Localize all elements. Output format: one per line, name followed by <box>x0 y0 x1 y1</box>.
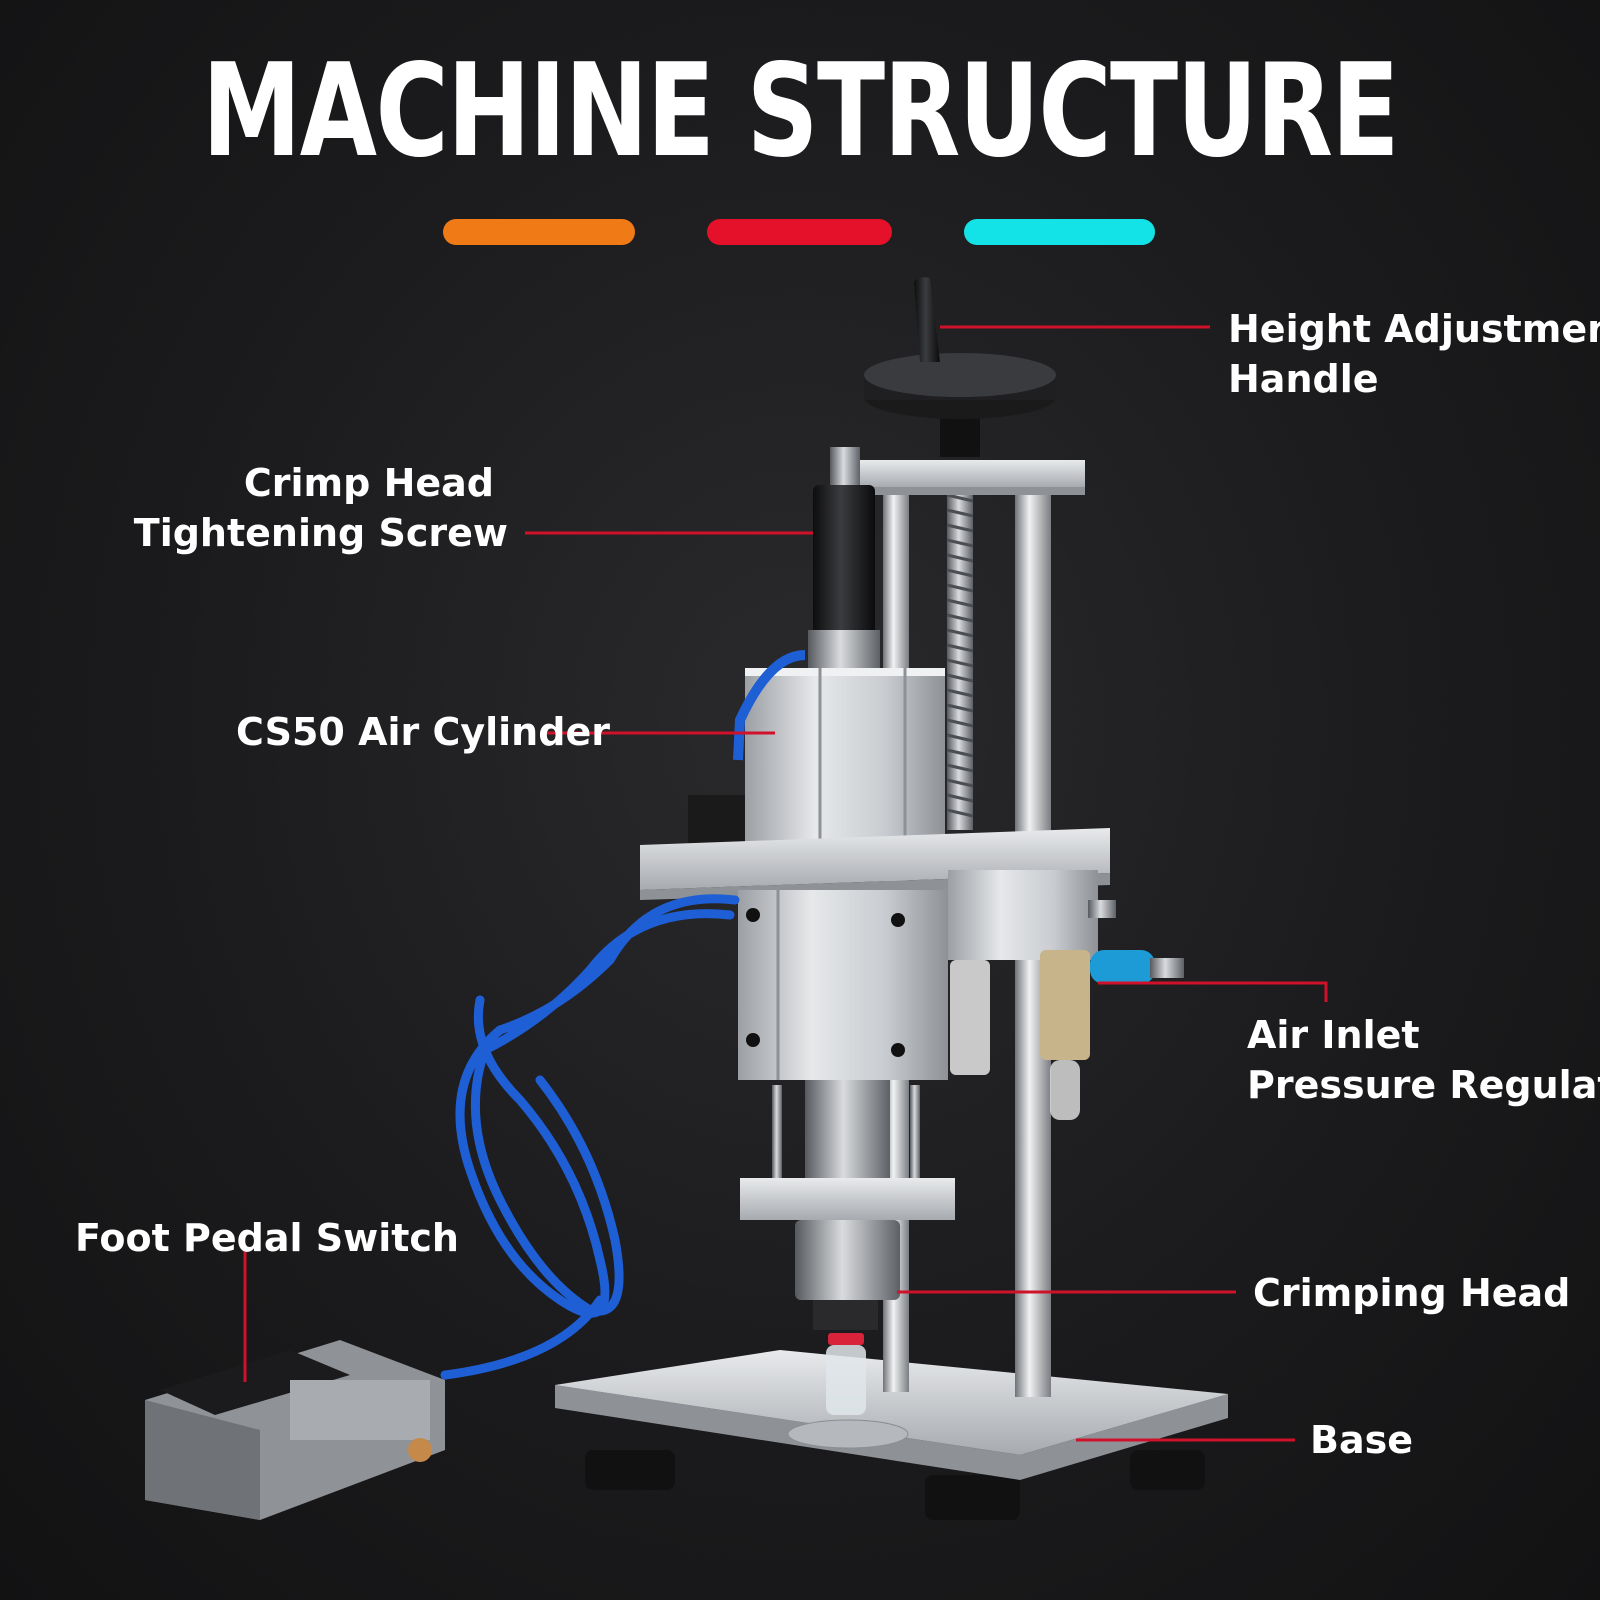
accent-bar-red <box>707 219 892 245</box>
label-line: Pressure Regulator <box>1247 1063 1600 1107</box>
label-line: Height Adjustment <box>1228 307 1600 351</box>
accent-bar-cyan <box>964 219 1155 245</box>
label-line: Air Inlet <box>1247 1013 1420 1057</box>
accent-bar-orange <box>443 219 635 245</box>
label-cs50-air-cylinder: CS50 Air Cylinder <box>236 710 610 754</box>
lead-screw <box>946 470 974 830</box>
label-crimp-head-tightening-screw: Crimp Head Tightening Screw <box>134 458 508 558</box>
solenoid-valve <box>688 795 745 845</box>
foot-pedal <box>145 1340 445 1520</box>
air-cylinder <box>733 650 945 848</box>
tightening-screw <box>808 447 880 672</box>
label-base: Base <box>1310 1418 1413 1462</box>
label-height-adjustment-handle: Height Adjustment Handle <box>1228 304 1600 404</box>
callout-lines <box>243 325 1328 1442</box>
label-air-inlet-pressure-regulator: Air Inlet Pressure Regulator <box>1247 1010 1600 1110</box>
label-line: Tightening Screw <box>133 511 508 555</box>
callout-line-regulator <box>1098 981 1328 1002</box>
label-foot-pedal-switch: Foot Pedal Switch <box>75 1216 459 1260</box>
page-title: MACHINE STRUCTURE <box>201 37 1400 186</box>
top-bracket <box>858 460 1085 495</box>
air-regulator <box>950 900 1184 1120</box>
air-hose <box>440 894 740 1380</box>
label-line: Crimp Head <box>243 461 494 505</box>
crimping-head-assembly <box>740 1080 955 1415</box>
lower-block <box>738 870 1098 1080</box>
handwheel <box>864 277 1056 457</box>
label-crimping-head: Crimping Head <box>1253 1271 1571 1315</box>
base-plate <box>555 1350 1228 1520</box>
label-line: Handle <box>1228 357 1379 401</box>
